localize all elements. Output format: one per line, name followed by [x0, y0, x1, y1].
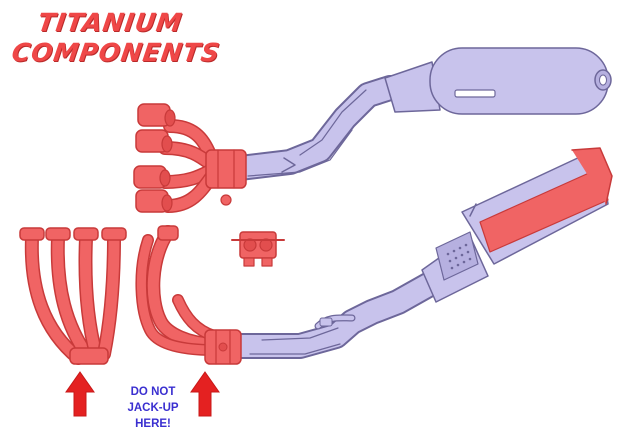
lower-header — [135, 225, 242, 365]
warning-line-3: HERE! — [135, 418, 171, 430]
up-arrow-icon — [190, 371, 220, 417]
loose-headers — [19, 227, 127, 365]
title-line-1: TITANIUM — [35, 8, 185, 37]
upper-mid-pipe — [227, 75, 403, 181]
upper-header — [133, 103, 247, 213]
up-arrow-icon — [65, 371, 95, 417]
upper-silencer — [384, 47, 612, 115]
lower-silencer — [421, 147, 613, 303]
lower-mid-pipe — [225, 271, 443, 359]
flange-bracket — [231, 231, 285, 267]
warning-line-1: DO NOT — [130, 386, 176, 398]
warning-line-2: JACK-UP — [127, 402, 179, 414]
title-line-2: COMPONENTS — [9, 38, 223, 67]
